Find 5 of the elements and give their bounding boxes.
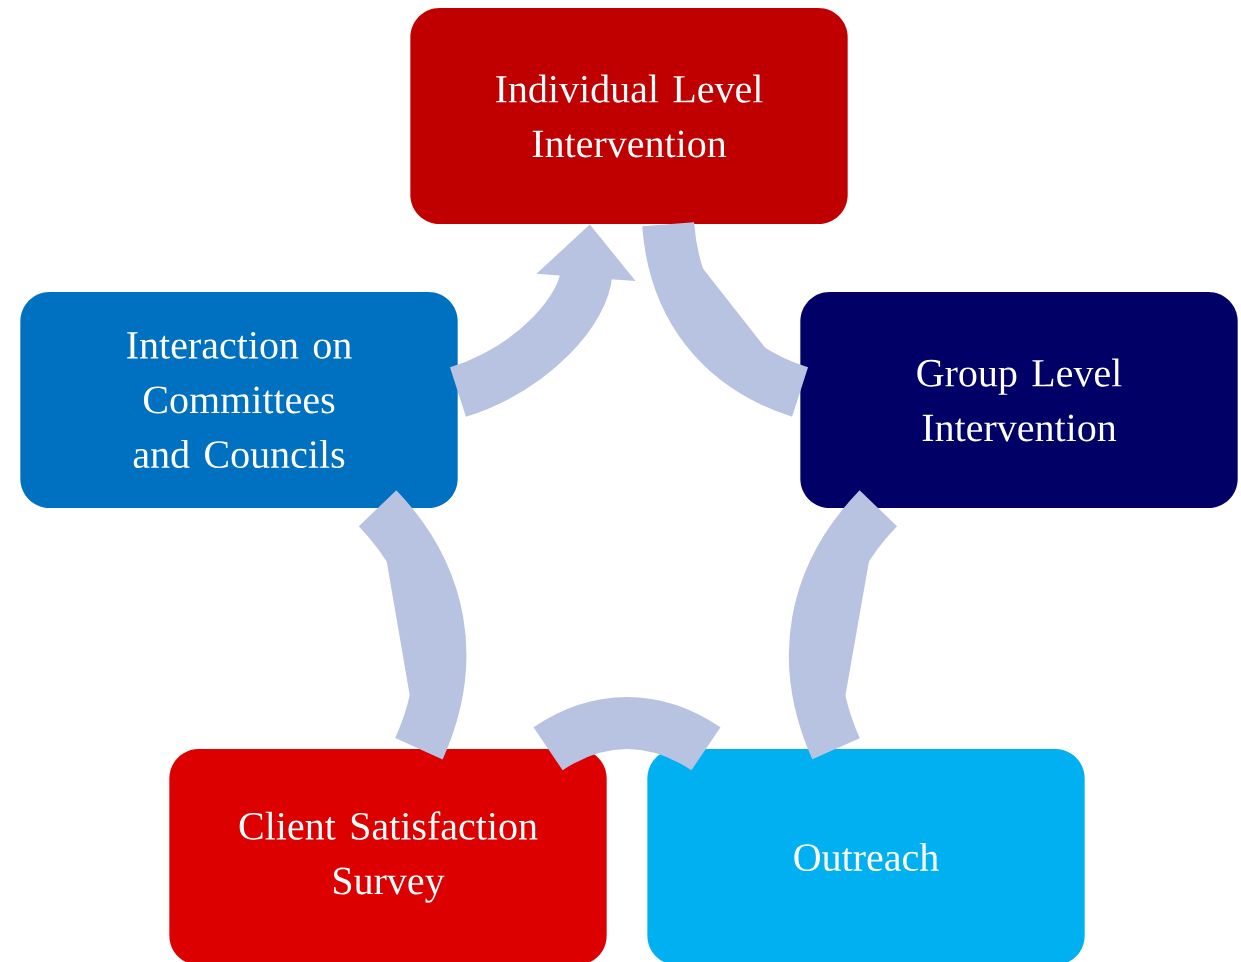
- process-box: Client Satisfaction Survey: [169, 749, 607, 962]
- process-box: Individual Level Intervention: [410, 8, 848, 224]
- process-box: Interaction on Committees and Councils: [20, 292, 458, 508]
- process-box: Group Level Intervention: [800, 292, 1238, 508]
- process-box: Outreach: [647, 749, 1085, 962]
